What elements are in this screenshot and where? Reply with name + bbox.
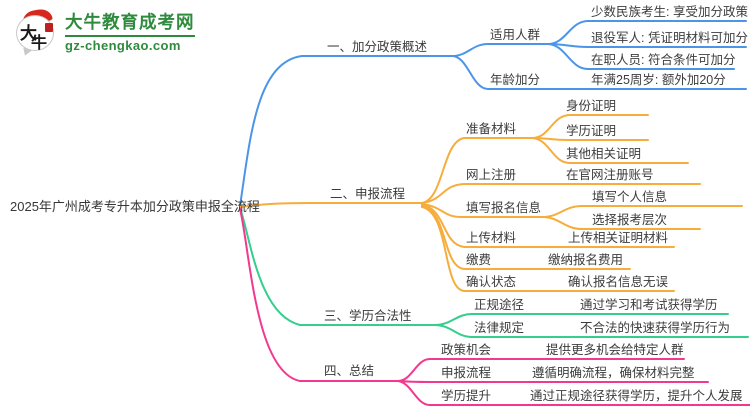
- branch1-node-age[interactable]: 年龄加分: [490, 73, 541, 87]
- branch1-label[interactable]: 一、加分政策概述: [327, 40, 428, 54]
- branch3-label[interactable]: 三、学历合法性: [324, 309, 412, 323]
- leaf-illegal-degree[interactable]: 不合法的快速获得学历行为: [580, 321, 731, 335]
- logo-divider: [65, 35, 195, 37]
- leaf-legit-degree[interactable]: 通过正规途径获得学历，提升个人发展: [530, 389, 743, 403]
- leaf-minority[interactable]: 少数民族考生: 享受加分政策: [591, 5, 748, 19]
- leaf-veteran[interactable]: 退役军人: 凭证明材料可加分: [591, 31, 748, 45]
- leaf-other-proof[interactable]: 其他相关证明: [566, 147, 642, 161]
- logo-char-niu: 牛: [31, 35, 48, 52]
- leaf-id-proof[interactable]: 身份证明: [566, 99, 617, 113]
- branch3-links: [239, 207, 749, 338]
- leaf-edu-proof[interactable]: 学历证明: [566, 124, 617, 138]
- branch3-node-legit[interactable]: 正规途径: [474, 298, 525, 312]
- leaf-pay-fee[interactable]: 缴纳报名费用: [548, 253, 624, 267]
- branch4-node-process[interactable]: 申报流程: [441, 366, 492, 380]
- branch2-node-register[interactable]: 网上注册: [466, 168, 517, 182]
- site-name: 大牛教育成考网: [65, 12, 195, 32]
- leaf-upload-proof[interactable]: 上传相关证明材料: [568, 231, 669, 245]
- leaf-select-level[interactable]: 选择报考层次: [592, 213, 668, 227]
- leaf-register-account[interactable]: 在官网注册账号: [566, 168, 654, 182]
- logo-text-block: 大牛教育成考网 gz-chengkao.com: [65, 9, 195, 53]
- site-domain: gz-chengkao.com: [65, 38, 181, 53]
- branch2-node-upload[interactable]: 上传材料: [466, 231, 517, 245]
- logo-red-seal: [45, 23, 53, 32]
- branch2-node-materials[interactable]: 准备材料: [466, 122, 517, 136]
- site-logo[interactable]: 大 牛 大牛教育成考网 gz-chengkao.com: [14, 7, 195, 58]
- branch4-node-opportunity[interactable]: 政策机会: [441, 343, 492, 357]
- leaf-age25[interactable]: 年满25周岁: 额外加20分: [591, 73, 726, 87]
- leaf-personal-info[interactable]: 填写个人信息: [592, 190, 668, 204]
- logo-bubble: [16, 15, 54, 51]
- logo-bull-icon: 大 牛: [14, 7, 58, 58]
- leaf-more-chances[interactable]: 提供更多机会给特定人群: [546, 343, 684, 357]
- leaf-confirm-info[interactable]: 确认报名信息无误: [568, 275, 669, 289]
- branch1-node-audience[interactable]: 适用人群: [490, 28, 541, 42]
- branch2-node-pay[interactable]: 缴费: [466, 253, 492, 267]
- root-node[interactable]: 2025年广州成考专升本加分政策申报全流程: [10, 199, 260, 214]
- branch2-node-confirm[interactable]: 确认状态: [466, 275, 517, 289]
- logo-char-da: 大: [20, 24, 37, 43]
- branch3-node-law[interactable]: 法律规定: [474, 321, 525, 335]
- branch4-node-improve[interactable]: 学历提升: [441, 389, 492, 403]
- branch2-label[interactable]: 二、申报流程: [330, 187, 406, 201]
- branch2-node-fill-info[interactable]: 填写报名信息: [466, 201, 542, 215]
- branch4-label[interactable]: 四、总结: [324, 364, 375, 378]
- leaf-follow-process[interactable]: 遵循明确流程，确保材料完整: [532, 366, 695, 380]
- leaf-study-exam[interactable]: 通过学习和考试获得学历: [580, 298, 718, 312]
- leaf-employee[interactable]: 在职人员: 符合条件可加分: [591, 53, 736, 67]
